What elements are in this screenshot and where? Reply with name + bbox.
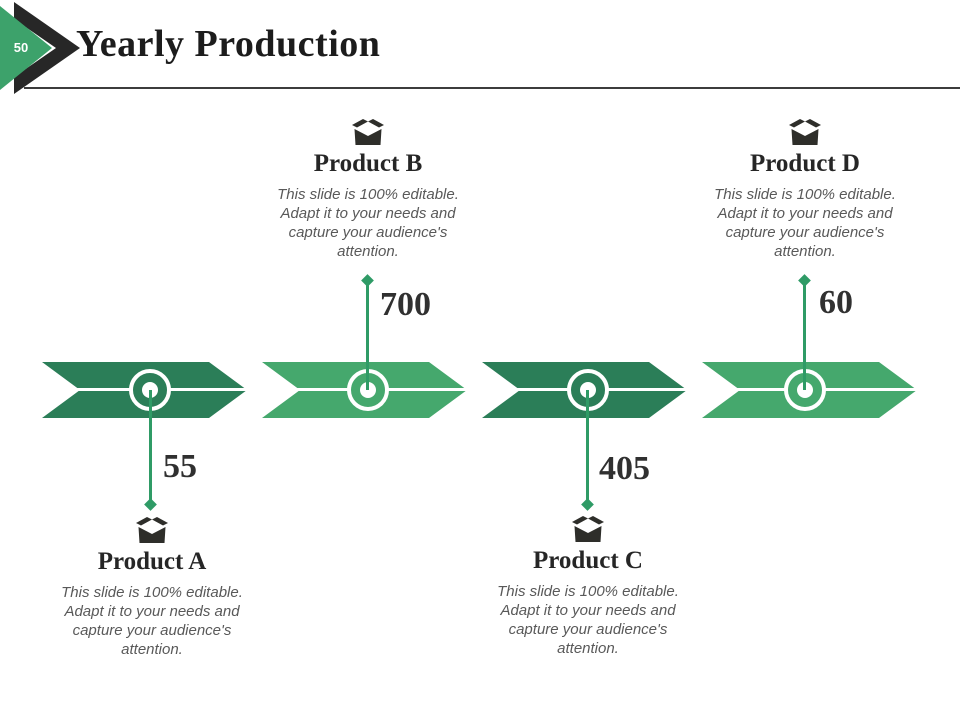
product-name: Product B: [313, 150, 423, 177]
product-description: This slide is 100% editable. Adapt it to…: [61, 584, 243, 658]
value-label-product-a: 55: [163, 448, 197, 485]
value-label-product-d: 60: [819, 284, 853, 321]
product-name: Product C: [533, 547, 643, 574]
value-label-product-b: 700: [380, 286, 431, 323]
header-divider: [24, 87, 960, 89]
product-description: This slide is 100% editable. Adapt it to…: [714, 186, 896, 260]
connector-arrowhead-product-b: [361, 274, 374, 287]
connector-line-product-a: [149, 390, 152, 502]
open-box-icon: [570, 513, 606, 543]
product-name: Product D: [750, 150, 860, 177]
value-label-product-c: 405: [599, 450, 650, 487]
product-name: Product A: [97, 548, 207, 575]
page-title: Yearly Production: [76, 23, 381, 65]
marker-dot: [360, 382, 376, 398]
open-box-icon: [134, 514, 170, 544]
open-box-icon: [350, 116, 386, 146]
product-description: This slide is 100% editable. Adapt it to…: [277, 186, 459, 260]
marker-dot: [797, 382, 813, 398]
connector-arrowhead-product-d: [798, 274, 811, 287]
open-box-icon: [787, 116, 823, 146]
connector-line-product-d: [803, 282, 806, 390]
slide-number: 50: [13, 40, 29, 55]
timeline-center-line: [42, 388, 917, 391]
connector-arrowhead-product-c: [581, 498, 594, 511]
product-description: This slide is 100% editable. Adapt it to…: [497, 583, 679, 657]
chevron-arrow-icon: [0, 2, 80, 94]
connector-line-product-c: [586, 390, 589, 502]
connector-line-product-b: [366, 282, 369, 390]
connector-arrowhead-product-a: [144, 498, 157, 511]
